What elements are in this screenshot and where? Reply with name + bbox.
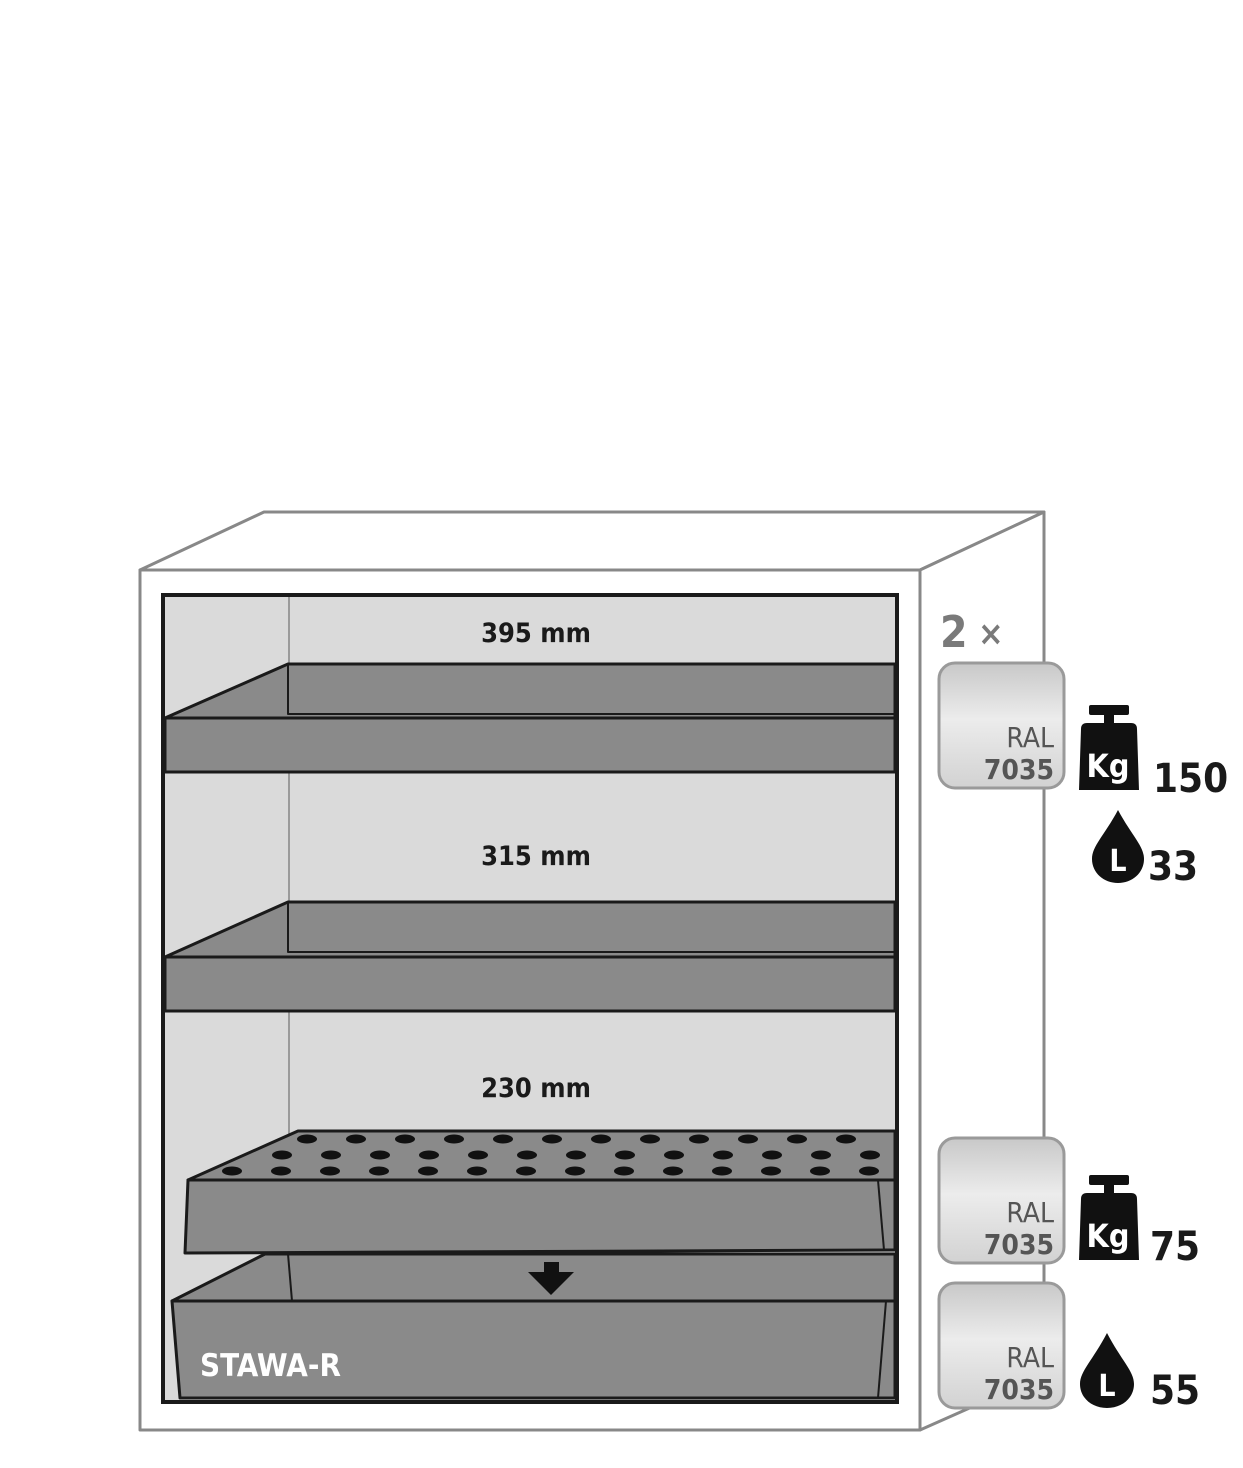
weight-icon-unit: Kg — [1087, 747, 1130, 785]
grating-hole — [614, 1166, 634, 1176]
grating-hole — [272, 1150, 292, 1160]
sump-label: STAWA-R — [200, 1348, 341, 1384]
grating-hole — [271, 1166, 291, 1176]
swatch-sump-ral: RAL — [1006, 1341, 1054, 1374]
swatch-tray: RAL 7035 — [937, 1136, 1066, 1265]
grating-hole — [419, 1150, 439, 1160]
swatch-shelf: RAL 7035 — [937, 661, 1066, 790]
grating-hole — [493, 1134, 513, 1144]
swatch-tray-code: 7035 — [984, 1228, 1054, 1261]
swatch-shelf-code: 7035 — [984, 753, 1054, 786]
grating-hole — [517, 1150, 537, 1160]
grating-hole — [222, 1166, 242, 1176]
grating-holes — [222, 1134, 880, 1176]
grating-hole — [566, 1150, 586, 1160]
height-label-middle: 315 mm — [481, 841, 591, 872]
grating-tray — [183, 1129, 897, 1255]
liquid-drop-icon-unit: L — [1109, 844, 1126, 879]
grating-hole — [369, 1166, 389, 1176]
sump-volume-value: 55 — [1150, 1368, 1200, 1414]
grating-hole — [297, 1134, 317, 1144]
grating-hole — [787, 1134, 807, 1144]
sump-tray — [170, 1252, 897, 1400]
grating-hole — [761, 1166, 781, 1176]
grating-hole — [640, 1134, 660, 1144]
weight-icon: Kg — [1079, 1175, 1139, 1260]
tray-load-value: 75 — [1150, 1224, 1200, 1270]
grating-hole — [689, 1134, 709, 1144]
grating-hole — [663, 1166, 683, 1176]
grating-hole — [811, 1150, 831, 1160]
liquid-drop-icon-unit: L — [1098, 1369, 1115, 1404]
grating-hole — [320, 1166, 340, 1176]
weight-icon-unit: Kg — [1087, 1217, 1130, 1255]
grating-hole — [712, 1166, 732, 1176]
liquid-drop-icon: L — [1080, 1333, 1134, 1408]
grating-hole — [859, 1166, 879, 1176]
quantity-times: × — [978, 614, 1004, 654]
height-label-top: 395 mm — [481, 618, 591, 649]
shelf-top — [163, 662, 897, 774]
grating-hole — [810, 1166, 830, 1176]
grating-hole — [467, 1166, 487, 1176]
grating-hole — [542, 1134, 562, 1144]
grating-hole — [444, 1134, 464, 1144]
swatch-tray-ral: RAL — [1006, 1196, 1054, 1229]
grating-hole — [565, 1166, 585, 1176]
grating-hole — [516, 1166, 536, 1176]
weight-icon: Kg — [1079, 705, 1139, 790]
grating-hole — [860, 1150, 880, 1160]
grating-hole — [418, 1166, 438, 1176]
grating-hole — [321, 1150, 341, 1160]
grating-hole — [836, 1134, 856, 1144]
quantity-number: 2 — [940, 607, 968, 658]
liquid-drop-icon: L — [1092, 810, 1144, 883]
swatch-sump: RAL 7035 — [937, 1281, 1066, 1410]
grating-hole — [591, 1134, 611, 1144]
shelf-middle — [163, 900, 897, 1013]
grating-hole — [664, 1150, 684, 1160]
grating-hole — [346, 1134, 366, 1144]
swatch-sump-code: 7035 — [984, 1373, 1054, 1406]
grating-hole — [762, 1150, 782, 1160]
grating-hole — [468, 1150, 488, 1160]
grating-hole — [395, 1134, 415, 1144]
grating-hole — [615, 1150, 635, 1160]
shelf-load-value: 150 — [1153, 756, 1228, 802]
swatch-shelf-ral: RAL — [1006, 721, 1054, 754]
down-arrow-icon — [528, 1262, 574, 1295]
grating-hole — [370, 1150, 390, 1160]
cabinet-top — [138, 510, 1046, 572]
shelf-volume-value: 33 — [1148, 844, 1198, 890]
height-label-bottom: 230 mm — [481, 1073, 591, 1104]
grating-hole — [713, 1150, 733, 1160]
grating-hole — [738, 1134, 758, 1144]
